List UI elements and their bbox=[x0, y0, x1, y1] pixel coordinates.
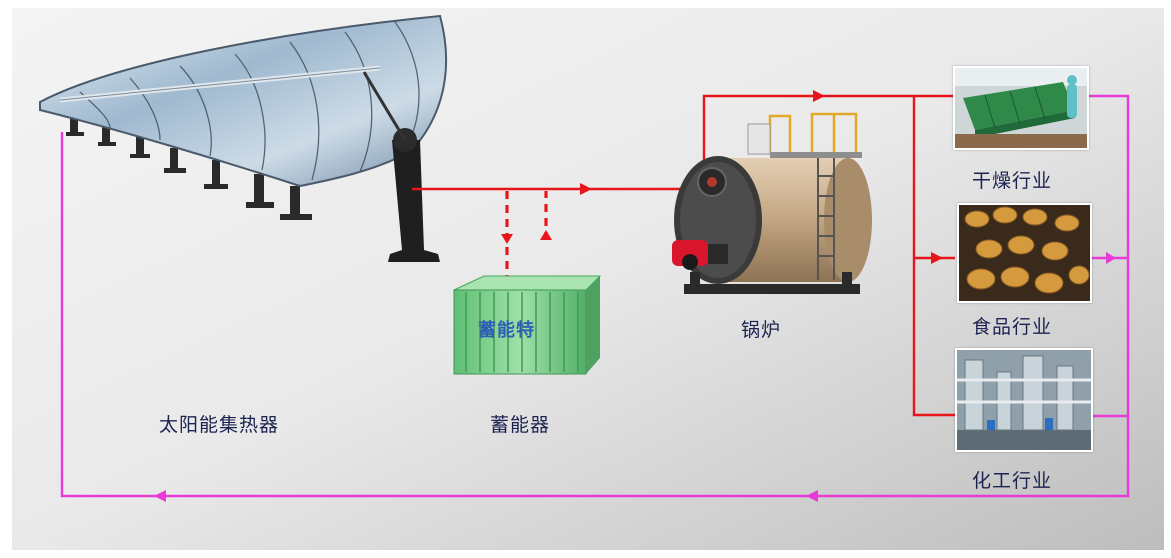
boiler-illustration bbox=[672, 112, 872, 294]
solar-collector-illustration bbox=[39, 14, 448, 262]
food-industry-photo bbox=[957, 203, 1092, 303]
drying-industry-label: 干燥行业 bbox=[972, 170, 1053, 192]
drying-industry-photo bbox=[953, 66, 1089, 150]
return-arrows bbox=[154, 252, 1116, 502]
chemical-industry-photo bbox=[955, 348, 1093, 452]
food-industry-label: 食品行业 bbox=[972, 316, 1053, 338]
accumulator-label: 蓄能器 bbox=[490, 414, 551, 436]
solar-collector-label: 太阳能集热器 bbox=[159, 414, 280, 436]
chemical-industry-label: 化工行业 bbox=[972, 470, 1053, 492]
accumulator-illustration bbox=[453, 275, 602, 375]
accumulator-logo: 蓄能特 bbox=[478, 316, 535, 342]
boiler-label: 锅炉 bbox=[741, 319, 782, 341]
accumulator-logo-text: 蓄能特 bbox=[478, 320, 535, 341]
supply-arrows bbox=[501, 90, 943, 264]
